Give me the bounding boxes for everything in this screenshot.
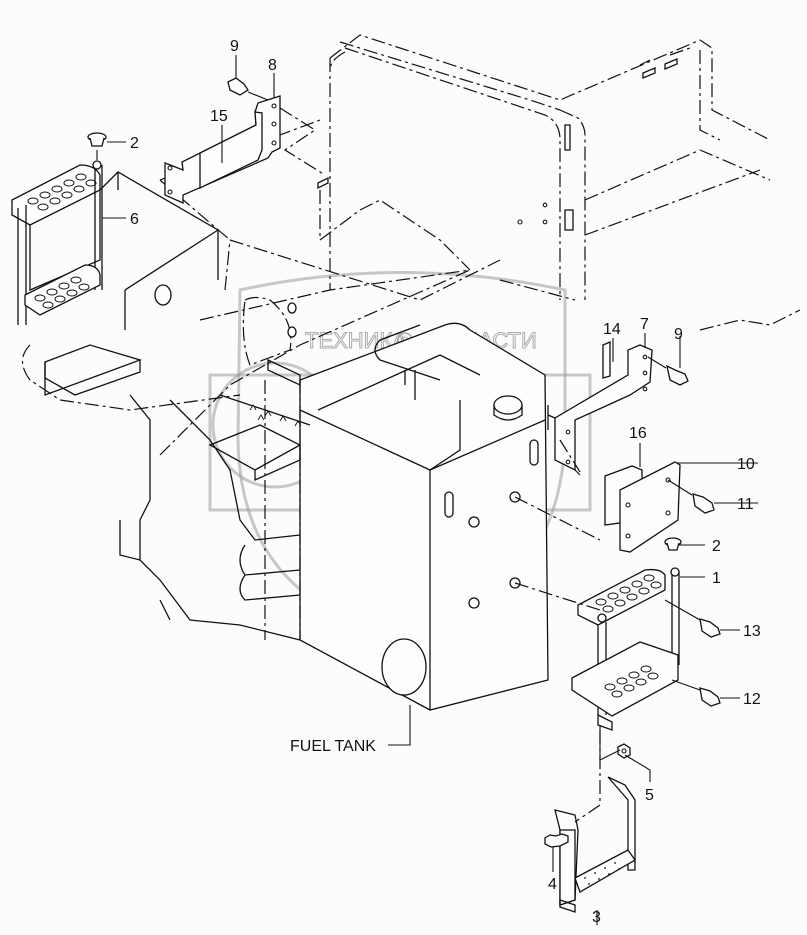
callout-3: 3 <box>592 909 601 926</box>
callout-8: 8 <box>268 57 277 74</box>
bolt-part-9-right <box>647 356 689 386</box>
knob-part-2-right <box>664 537 682 551</box>
plate-part-10 <box>619 461 681 553</box>
callout-4: 4 <box>548 876 557 893</box>
bolt-part-12 <box>671 679 721 707</box>
step-assembly-6 <box>11 160 103 325</box>
step-assembly-1 <box>514 496 680 731</box>
fuel-tank <box>299 322 549 711</box>
callout-16: 16 <box>629 425 647 442</box>
fuel-tank-label: FUEL TANK <box>290 738 376 755</box>
callout-9-top: 9 <box>230 38 239 55</box>
callout-7: 7 <box>640 316 649 333</box>
callout-labels: 9 8 15 2 6 14 7 9 16 10 11 2 1 13 12 5 4… <box>130 38 761 926</box>
bolt-part-9-top <box>227 77 269 101</box>
leader-lines <box>102 55 758 925</box>
callout-15: 15 <box>210 108 228 125</box>
knob-part-2-left <box>87 132 107 160</box>
callout-1: 1 <box>712 570 721 587</box>
callout-6: 6 <box>130 211 139 228</box>
battery-box <box>99 171 219 330</box>
bracket-part-7 <box>547 341 653 476</box>
callout-14: 14 <box>603 321 621 338</box>
callout-2-left: 2 <box>130 135 139 152</box>
bolt-part-11 <box>667 479 715 514</box>
callout-11: 11 <box>737 496 754 513</box>
bracket-part-8 <box>164 95 326 205</box>
callout-13: 13 <box>743 623 761 640</box>
callout-2-right: 2 <box>712 538 721 555</box>
bolt-part-4 <box>544 833 569 872</box>
callout-5: 5 <box>645 787 654 804</box>
bolt-part-13 <box>664 599 721 638</box>
callout-9-right: 9 <box>674 326 683 343</box>
frame-rail <box>21 269 471 641</box>
step-part-3 <box>554 730 636 913</box>
callout-12: 12 <box>743 691 761 708</box>
callout-10: 10 <box>737 456 755 473</box>
